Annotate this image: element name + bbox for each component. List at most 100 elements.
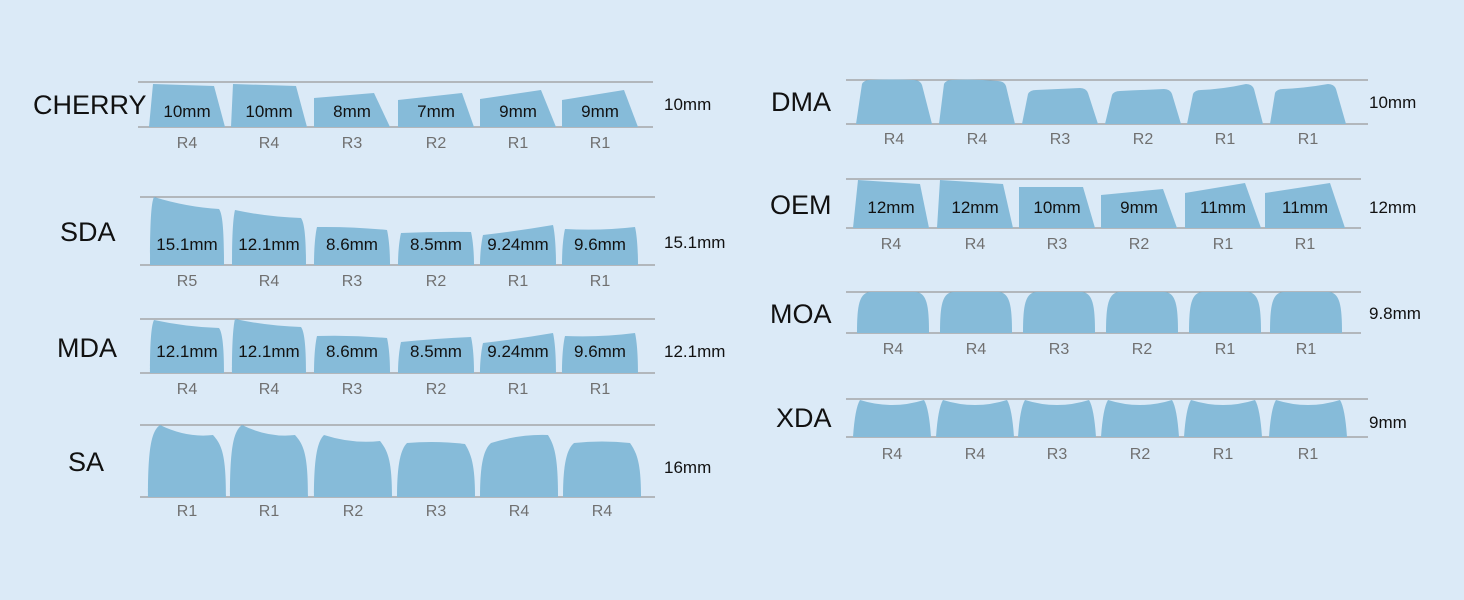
cherry-cap-label-4: 7mm <box>417 102 455 121</box>
cherry-height-label: 10mm <box>664 95 712 114</box>
oem-row-label-1: R4 <box>880 236 902 253</box>
xda-row-label-1: R4 <box>881 446 903 463</box>
dma-row-label-6: R1 <box>1297 131 1319 148</box>
cherry-keycap-3 <box>314 93 390 127</box>
xda-keycap-2 <box>936 400 1014 437</box>
mda-keycap-4 <box>398 337 474 373</box>
dma-keycap-1 <box>856 79 932 124</box>
xda-keycap-1 <box>853 400 931 437</box>
oem-keycap-6 <box>1265 183 1345 228</box>
sa-keycap-6 <box>563 441 641 497</box>
sa-profile-name: SA <box>68 447 105 477</box>
dma-keycap-4 <box>1105 89 1181 124</box>
dma-keycap-6 <box>1270 84 1346 124</box>
mda-height-label: 12.1mm <box>664 342 726 361</box>
cherry-row-label-4: R2 <box>425 135 447 152</box>
oem-row-label-3: R3 <box>1046 236 1068 253</box>
sa-keycap-5 <box>480 434 558 497</box>
sda-cap-label-4: 8.5mm <box>410 235 462 254</box>
oem-keycap-4 <box>1101 189 1177 228</box>
oem-cap-label-6: 11mm <box>1282 198 1328 217</box>
mda-cap-label-5: 9.24mm <box>487 342 549 361</box>
cherry-row-label-1: R4 <box>176 135 198 152</box>
cherry-keycap-4 <box>398 93 474 127</box>
sda-keycap-4 <box>398 231 474 265</box>
xda-keycap-5 <box>1184 400 1262 437</box>
oem-keycap-5 <box>1185 183 1261 228</box>
sda-row-label-3: R3 <box>341 273 363 290</box>
mda-cap-label-1: 12.1mm <box>156 342 218 361</box>
moa-row-label-5: R1 <box>1214 341 1236 358</box>
mda-row-label-5: R1 <box>507 381 529 398</box>
dma-row-label-4: R2 <box>1132 131 1154 148</box>
oem-keycap-3 <box>1019 187 1095 228</box>
sda-profile-name: SDA <box>60 217 116 247</box>
xda-keycap-3 <box>1018 400 1096 437</box>
mda-keycap-1 <box>150 320 224 373</box>
sda-row-label-4: R2 <box>425 273 447 290</box>
xda-height-label: 9mm <box>1369 413 1407 432</box>
sa-keycap-4 <box>397 441 475 497</box>
oem-cap-label-1: 12mm <box>867 198 915 217</box>
mda-cap-label-4: 8.5mm <box>410 342 462 361</box>
dma-keycap-3 <box>1022 88 1098 124</box>
dma-height-label: 10mm <box>1369 93 1417 112</box>
mda-row-label-6: R1 <box>589 381 611 398</box>
oem-row-label-4: R2 <box>1128 236 1150 253</box>
moa-keycap-1 <box>857 292 929 333</box>
moa-row-label-6: R1 <box>1295 341 1317 358</box>
mda-keycap-5 <box>480 333 556 373</box>
sa-row-label-2: R1 <box>258 503 280 520</box>
oem-profile-name: OEM <box>770 190 832 220</box>
sda-keycap-3 <box>314 226 390 265</box>
cherry-keycap-1 <box>149 84 225 127</box>
oem-row-label-5: R1 <box>1212 236 1234 253</box>
oem-cap-label-4: 9mm <box>1120 198 1158 217</box>
sa-row-label-6: R4 <box>591 503 613 520</box>
dma-row-label-2: R4 <box>966 131 988 148</box>
oem-cap-label-3: 10mm <box>1033 198 1081 217</box>
dma-row-label-1: R4 <box>883 131 905 148</box>
oem-cap-label-5: 11mm <box>1200 198 1246 217</box>
moa-keycap-3 <box>1023 292 1095 333</box>
sa-keycap-2 <box>230 425 308 497</box>
cherry-row-label-5: R1 <box>507 135 529 152</box>
sda-keycap-2 <box>232 210 306 265</box>
dma-keycap-5 <box>1187 84 1263 124</box>
moa-row-label-2: R4 <box>965 341 987 358</box>
mda-row-label-1: R4 <box>176 381 198 398</box>
sa-row-label-3: R2 <box>342 503 364 520</box>
moa-keycap-6 <box>1270 292 1342 333</box>
cherry-cap-label-5: 9mm <box>499 102 537 121</box>
cherry-cap-label-1: 10mm <box>163 102 211 121</box>
moa-profile-name: MOA <box>770 299 832 329</box>
moa-row-label-4: R2 <box>1131 341 1153 358</box>
sa-row-label-1: R1 <box>176 503 198 520</box>
sda-row-label-2: R4 <box>258 273 280 290</box>
sda-row-label-5: R1 <box>507 273 529 290</box>
xda-keycap-4 <box>1101 400 1179 437</box>
cherry-profile-name: CHERRY <box>33 90 147 120</box>
mda-row-label-2: R4 <box>258 381 280 398</box>
sda-row-label-1: R5 <box>176 273 198 290</box>
oem-cap-label-2: 12mm <box>951 198 999 217</box>
cherry-keycap-2 <box>231 84 307 127</box>
oem-row-label-2: R4 <box>964 236 986 253</box>
sda-height-label: 15.1mm <box>664 233 726 252</box>
mda-keycap-3 <box>314 335 390 373</box>
cherry-cap-label-6: 9mm <box>581 102 619 121</box>
sda-keycap-1 <box>150 197 224 265</box>
moa-height-label: 9.8mm <box>1369 304 1421 323</box>
sda-keycap-5 <box>480 225 556 265</box>
xda-row-label-5: R1 <box>1212 446 1234 463</box>
moa-keycap-2 <box>940 292 1012 333</box>
xda-keycap-6 <box>1269 400 1347 437</box>
sda-cap-label-1: 15.1mm <box>156 235 218 254</box>
cherry-keycap-5 <box>480 90 556 127</box>
cherry-row-label-6: R1 <box>589 135 611 152</box>
mda-row-label-3: R3 <box>341 381 363 398</box>
mda-profile-name: MDA <box>57 333 117 363</box>
mda-cap-label-6: 9.6mm <box>574 342 626 361</box>
